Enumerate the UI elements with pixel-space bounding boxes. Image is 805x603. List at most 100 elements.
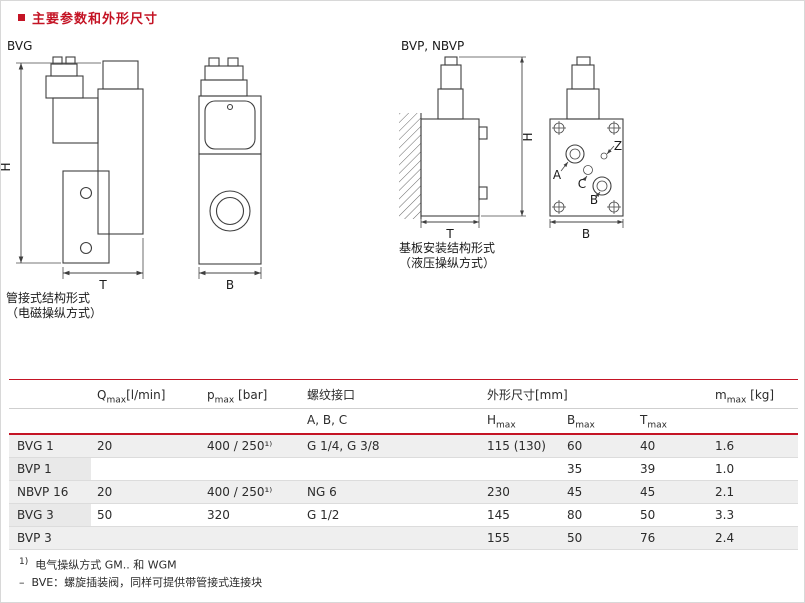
col-subheader-tmax: Tmax	[634, 408, 710, 435]
header-unit: [kg]	[746, 388, 775, 402]
row-label: BVP 3	[9, 526, 91, 550]
table-cell	[201, 457, 301, 481]
bvg-front-dimensions: H T	[1, 62, 144, 292]
table-cell	[301, 457, 481, 481]
col-header-thread: 螺纹接口	[301, 379, 481, 409]
table-row: BVG 3 50 320 G 1/2 145 80 50 3.3	[9, 503, 799, 527]
table-cell: 50	[561, 526, 634, 550]
table-cell: 40	[634, 434, 710, 458]
table-header-row-1: Qmax[l/min] pmax [bar] 螺纹接口 外形尺寸[mm] mma…	[9, 379, 799, 409]
table-cell: 20	[91, 434, 201, 458]
header-unit: [bar]	[234, 388, 268, 402]
table-cell: 400 / 250¹⁾	[201, 434, 301, 458]
table-cell: 50	[634, 503, 710, 527]
port-z-label: Z	[614, 139, 622, 153]
bvp-caption-line1: 基板安装结构形式	[399, 241, 496, 255]
table-cell	[709, 408, 799, 435]
mounting-screw-icon	[607, 121, 621, 135]
bvp-caption: 基板安装结构形式 （液压操纵方式）	[399, 241, 495, 271]
bvg-side-dimensions: B	[198, 267, 262, 292]
row-label: BVP 1	[9, 457, 91, 481]
mounting-screw-icon	[607, 200, 621, 214]
table-cell: G 1/4, G 3/8	[301, 434, 481, 458]
table-cell: 1.6	[709, 434, 799, 458]
table-cell: 80	[561, 503, 634, 527]
row-label: BVG 3	[9, 503, 91, 527]
table-cell: 76	[634, 526, 710, 550]
table-header-row-2: A, B, C Hmax Bmax Tmax	[9, 408, 799, 435]
row-label: BVG 1	[9, 434, 91, 458]
port-b-label: B	[590, 193, 598, 207]
footnote-2-text: BVE：螺旋插装阀，同样可提供带管接式连接块	[31, 575, 263, 589]
table-cell: 39	[634, 457, 710, 481]
header-unit: [l/min]	[126, 388, 166, 402]
table-cell: 400 / 250¹⁾	[201, 480, 301, 504]
bvg-dim-b-label: B	[226, 278, 234, 292]
header-subscript: max	[214, 395, 235, 406]
bvp-front-dimensions: H T	[420, 56, 535, 241]
col-subheader-ports: A, B, C	[301, 408, 481, 435]
table-cell: 115 (130)	[481, 434, 561, 458]
bvp-figure-label: BVP, NBVP	[401, 39, 465, 53]
bvp-side-dimensions: B	[549, 219, 624, 241]
col-header-dimensions: 外形尺寸[mm]	[481, 379, 710, 409]
port-c-label: C	[578, 177, 586, 191]
table-cell: 155	[481, 526, 561, 550]
row-label: NBVP 16	[9, 480, 91, 504]
table-cell	[9, 379, 91, 409]
bvg-caption-line2: （电磁操纵方式）	[6, 306, 103, 320]
table-row: NBVP 16 20 400 / 250¹⁾ NG 6 230 45 45 2.…	[9, 480, 799, 504]
bvp-dim-h-label: H	[521, 132, 535, 141]
wall-hatch	[399, 113, 421, 219]
table-cell: 320	[201, 503, 301, 527]
header-symbol: m	[715, 388, 727, 402]
col-header-mmax: mmax [kg]	[709, 379, 799, 409]
table-cell: 45	[634, 480, 710, 504]
params-table: Qmax[l/min] pmax [bar] 螺纹接口 外形尺寸[mm] mma…	[9, 379, 799, 550]
footnote-2-marker: –	[19, 575, 25, 589]
title-bullet-icon	[18, 14, 25, 21]
table-cell: 50	[91, 503, 201, 527]
header-subscript: max	[575, 420, 595, 431]
table-cell	[481, 457, 561, 481]
table-cell	[91, 408, 201, 435]
bvp-port-labels: A C B Z	[553, 139, 622, 207]
table-cell	[301, 526, 481, 550]
bvg-front-view	[45, 56, 144, 264]
header-symbol: Q	[97, 388, 107, 402]
bvg-side-view	[198, 57, 262, 265]
header-subscript: max	[106, 395, 127, 406]
table-row: BVP 1 35 39 1.0	[9, 457, 799, 481]
bvg-dim-t-label: T	[98, 278, 107, 292]
footnote-1: 1)电气操纵方式 GM.. 和 WGM	[19, 554, 262, 574]
table-cell	[201, 526, 301, 550]
table-cell: 60	[561, 434, 634, 458]
bvp-drawing: H T	[399, 56, 624, 241]
footnotes: 1)电气操纵方式 GM.. 和 WGM –BVE：螺旋插装阀，同样可提供带管接式…	[19, 554, 262, 591]
footnote-1-marker: 1)	[19, 557, 29, 567]
bvg-dim-h-label: H	[1, 162, 13, 171]
header-symbol: T	[640, 413, 648, 427]
col-header-pmax: pmax [bar]	[201, 379, 301, 409]
mounting-screw-icon	[552, 200, 566, 214]
bvp-dim-b-label: B	[582, 227, 590, 241]
bvp-caption-line2: （液压操纵方式）	[399, 256, 496, 270]
table-cell: 3.3	[709, 503, 799, 527]
header-subscript: max	[726, 395, 747, 406]
parameters-table: Qmax[l/min] pmax [bar] 螺纹接口 外形尺寸[mm] mma…	[9, 379, 799, 550]
table-cell: 35	[561, 457, 634, 481]
table-cell: NG 6	[301, 480, 481, 504]
table-row: BVG 1 20 400 / 250¹⁾ G 1/4, G 3/8 115 (1…	[9, 434, 799, 458]
table-row: BVP 3 155 50 76 2.4	[9, 526, 799, 550]
table-cell	[9, 408, 91, 435]
section-title-text: 主要参数和外形尺寸	[32, 12, 159, 27]
bvg-caption-line1: 管接式结构形式	[6, 291, 91, 305]
bvp-dim-t-label: T	[445, 227, 454, 241]
header-symbol: p	[207, 388, 215, 402]
table-cell: 1.0	[709, 457, 799, 481]
table-cell: 45	[561, 480, 634, 504]
bvg-caption: 管接式结构形式 （电磁操纵方式）	[6, 291, 102, 321]
table-cell	[91, 457, 201, 481]
table-cell: 145	[481, 503, 561, 527]
